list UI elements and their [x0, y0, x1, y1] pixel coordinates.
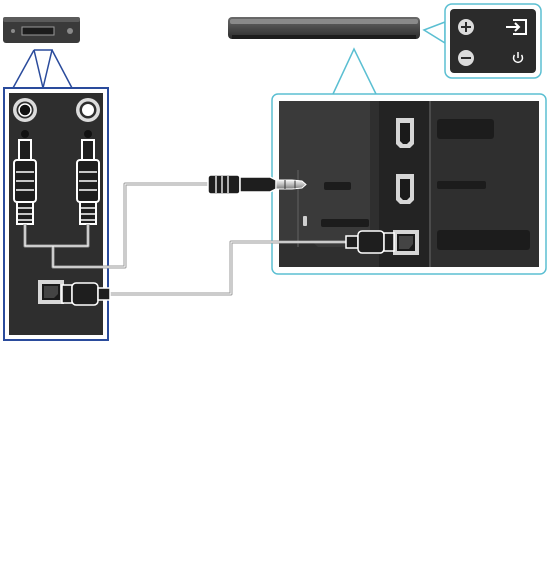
soundbar-back-panel: [271, 93, 547, 275]
buttons-callout-pointer: [422, 20, 446, 45]
power-icon: [512, 52, 524, 64]
aux-plug: [207, 174, 307, 195]
optical-plug-soundbar: [345, 230, 395, 254]
volume-down-button[interactable]: [458, 50, 474, 66]
input-source-button[interactable]: [506, 19, 527, 35]
panel-callout-pointer: [332, 47, 377, 95]
device-indicator-icon: [11, 29, 15, 33]
optical-output-port: [38, 280, 64, 304]
hdmi-port-1: [396, 118, 414, 148]
device-callout-pointer: [33, 49, 53, 89]
input-icon: [506, 19, 527, 35]
optical-cable: [105, 240, 352, 296]
hdmi-port-2: [396, 174, 414, 204]
rca-output-left: [13, 98, 37, 122]
aux-in-port: [303, 216, 307, 226]
digital-audio-in-port: [393, 230, 419, 255]
soundbar: [228, 17, 420, 39]
device-knob-icon: [67, 28, 73, 34]
optical-plug-device: [61, 282, 111, 306]
power-button[interactable]: [512, 52, 524, 64]
external-device: [3, 17, 80, 43]
rca-plug-left: [13, 139, 37, 225]
volume-up-button[interactable]: [458, 19, 474, 35]
rca-output-right: [76, 98, 100, 122]
button-callout: [444, 3, 542, 79]
analog-audio-cable: [23, 182, 213, 269]
plus-icon: [461, 22, 471, 32]
